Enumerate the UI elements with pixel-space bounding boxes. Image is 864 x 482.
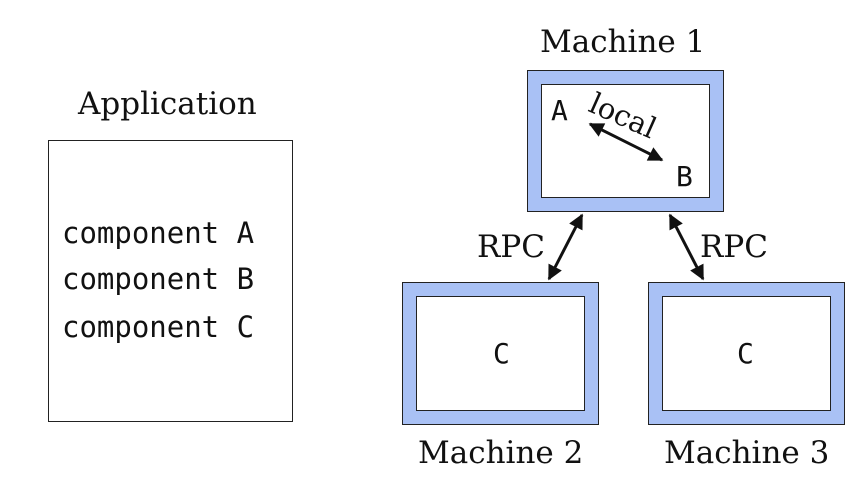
rpc-right-arrow <box>668 213 705 281</box>
rpc-left-label: RPC <box>477 229 545 265</box>
machine-1-inner <box>541 84 710 198</box>
machine-1-title: Machine 1 <box>540 24 706 60</box>
node-c-machine-2-label: C <box>493 337 510 370</box>
node-c-machine-3-label: C <box>737 337 754 370</box>
machine-2-inner <box>416 296 585 411</box>
application-box <box>48 140 293 422</box>
machine-3-box <box>648 282 845 425</box>
rpc-right-label: RPC <box>700 229 768 265</box>
component-a-label: component A <box>62 216 255 250</box>
component-c-label: component C <box>62 310 255 344</box>
node-a-label: A <box>551 94 568 127</box>
machine-2-box <box>402 282 599 425</box>
application-title: Application <box>78 86 257 122</box>
machine-3-title: Machine 3 <box>664 435 830 471</box>
rpc-left-arrow <box>547 213 584 281</box>
local-arrow <box>588 122 664 162</box>
machine-1-box <box>527 70 724 212</box>
machine-2-title: Machine 2 <box>418 435 584 471</box>
machine-3-inner <box>662 296 831 411</box>
component-b-label: component B <box>62 262 255 296</box>
node-b-label: B <box>676 160 693 193</box>
